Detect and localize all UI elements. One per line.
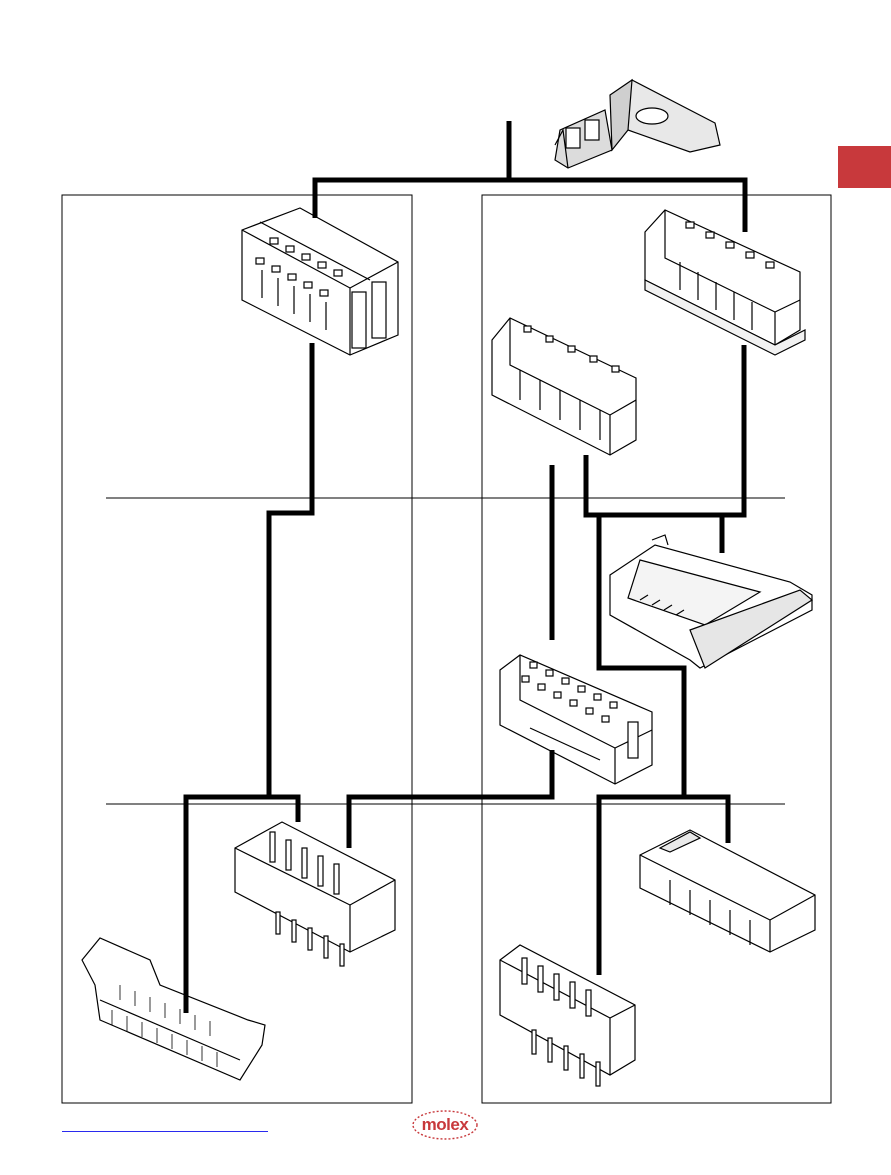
single-row-pin-header [499,944,636,1087]
ejector-header [81,937,266,1081]
latch-to-right-headers-line [596,515,687,797]
connection-lines [183,121,748,1013]
dual-row-receptacle-housing [499,654,653,785]
molex-logo [412,1110,478,1140]
footer-link-underline[interactable] [62,1131,268,1132]
receptacle-housing-right-middle [491,317,637,456]
right-header-bus-line [596,794,731,975]
left-header-bus-line [183,794,301,1013]
right-panel-frame [481,194,832,1104]
receptacle-housing-right-top [644,209,806,356]
terminal-branch-line [312,177,748,232]
receptacle-housing-left-top [241,207,399,356]
dual-row-pin-header [234,821,396,967]
latch-receptacle-housing [609,534,814,669]
left-receptacle-to-header-line [266,343,315,795]
top-right-receptacle-down-line [722,345,747,518]
section-tab-marker [838,146,891,188]
open-frame-to-latch-line [583,455,725,553]
molex-logo-text: molex [421,1115,469,1134]
shrouded-header-right [639,829,816,953]
left-panel-frame [61,194,413,1104]
crimp-terminal-illustration [554,78,721,169]
left-to-right-header-line [346,750,555,848]
